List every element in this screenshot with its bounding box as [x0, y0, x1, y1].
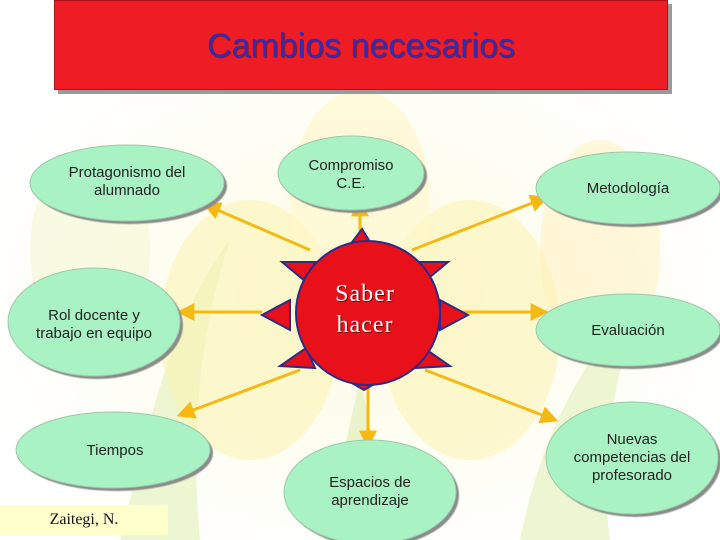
label-evaluacion: Evaluación [591, 322, 665, 339]
node-rol-docente [7, 267, 181, 377]
label-nuevas: Nuevas competencias del profesorado [573, 431, 691, 484]
node-nuevas [545, 401, 719, 515]
label-metodologia: Metodología [586, 180, 670, 197]
label-compromiso: Compromiso C.E. [308, 157, 394, 192]
label-tiempos: Tiempos [86, 442, 144, 459]
node-espacios [283, 439, 457, 540]
slide-title: Cambios necesarios [206, 27, 516, 65]
label-espacios: Espacios de aprendizaje [329, 474, 411, 509]
node-compromiso [277, 135, 425, 211]
label-rol-docente: Rol docente y trabajo en equipo [36, 307, 152, 342]
center-label: Saber hacer [300, 270, 430, 350]
center-label-line1: Saber [335, 281, 395, 307]
arrow-tiempos [176, 368, 301, 419]
center-label-line2: hacer [336, 312, 394, 338]
node-metodologia [535, 151, 720, 225]
author-credit: Zaitegi, N. [0, 505, 168, 535]
node-evaluacion [535, 293, 720, 367]
arrow-protagonismo [202, 202, 311, 252]
label-protagonismo: Protagonismo del alumnado [68, 164, 186, 199]
title-banner: Cambios necesarios [54, 0, 668, 90]
arrow-metodologia [411, 194, 549, 252]
arrow-nuevas [424, 368, 559, 424]
sun-center [295, 240, 441, 386]
node-tiempos [15, 411, 211, 489]
node-protagonismo [29, 144, 225, 222]
